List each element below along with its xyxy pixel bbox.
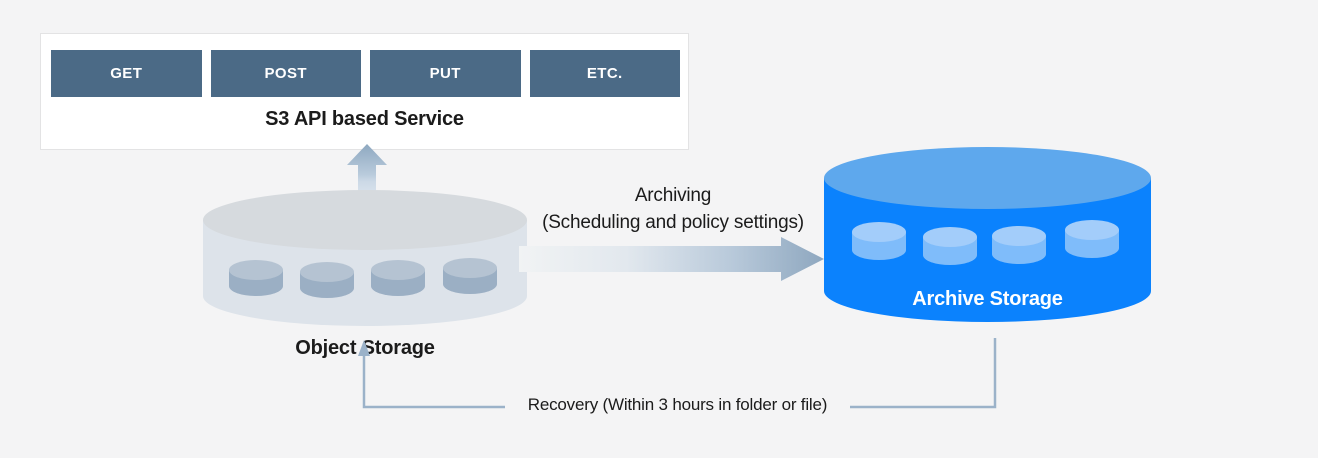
archiving-label-line1: Archiving	[634, 185, 712, 206]
recovery-label: Recovery (Within 3 hours in folder or fi…	[505, 395, 850, 415]
http-method-button-row: GET POST PUT ETC.	[51, 50, 680, 97]
object-storage-disk-group	[229, 258, 497, 298]
http-method-get-button[interactable]: GET	[51, 50, 202, 97]
archive-storage-disk-group	[852, 220, 1119, 265]
archiving-arrow-icon	[519, 237, 824, 281]
http-method-post-button[interactable]: POST	[210, 50, 361, 97]
object-storage-cylinder	[203, 190, 527, 326]
archive-storage-cylinder	[824, 147, 1151, 322]
s3-api-panel: GET POST PUT ETC. S3 API based Service	[40, 33, 689, 150]
http-method-etc-button[interactable]: ETC.	[529, 50, 680, 97]
archiving-label-line2: (Scheduling and policy settings)	[542, 212, 804, 233]
archiving-label: Archiving (Scheduling and policy setting…	[508, 182, 838, 236]
s3-api-panel-caption: S3 API based Service	[265, 108, 464, 130]
http-method-put-button[interactable]: PUT	[370, 50, 521, 97]
